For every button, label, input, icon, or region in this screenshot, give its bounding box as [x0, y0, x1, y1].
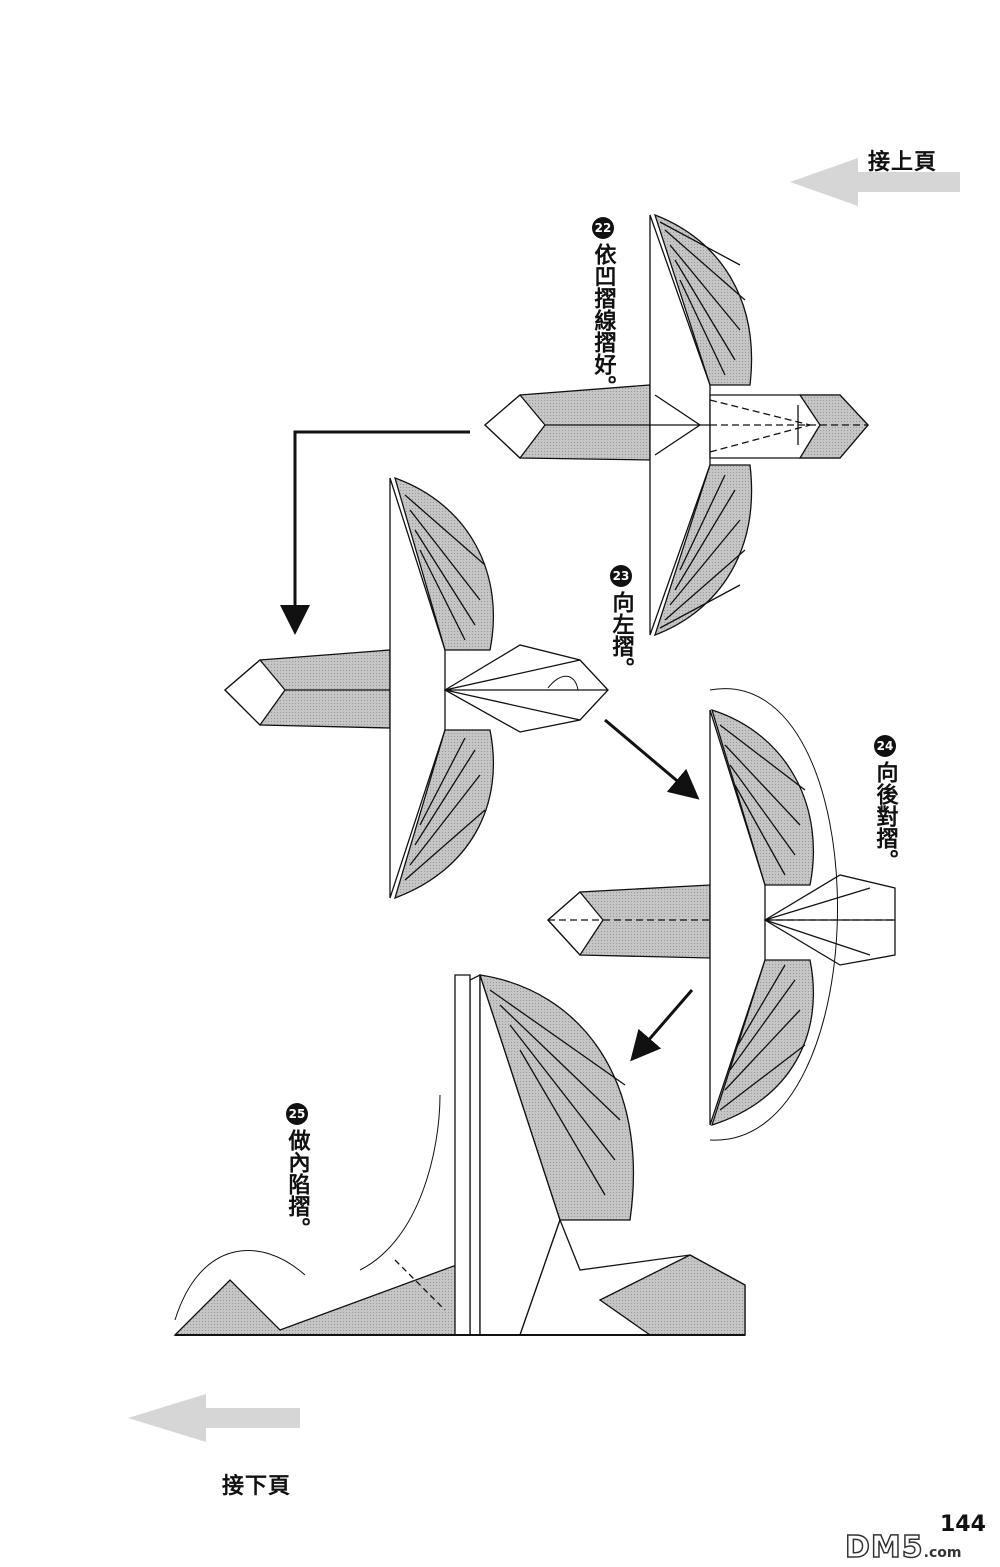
step-25-label: 25 做內陷摺。 [282, 1098, 312, 1239]
step-24-number: 24 [874, 735, 896, 757]
site-watermark: DM5.com [844, 1529, 962, 1566]
next-page-arrow [128, 1394, 300, 1442]
page-number: 144 [940, 1512, 986, 1537]
step-25-number: 25 [286, 1103, 308, 1125]
prev-page-arrow [790, 158, 960, 206]
watermark-brand: DM5 [844, 1529, 924, 1566]
step-22-number: 22 [592, 217, 614, 239]
flow-arrow-24-25 [630, 989, 694, 1062]
step-24-figure [547, 688, 896, 1141]
step-23-number: 23 [610, 565, 632, 587]
step-23-text: 向左摺。 [608, 591, 634, 679]
step-22-text: 依凹摺線摺好。 [590, 243, 616, 397]
step-22-label: 22 依凹摺線摺好。 [588, 212, 618, 397]
step-24-label: 24 向後對摺。 [870, 730, 900, 871]
watermark-suffix: .com [923, 1545, 962, 1561]
next-page-label: 接下頁 [222, 1474, 292, 1499]
flow-arrow-22-23 [280, 430, 470, 635]
flow-arrow-23-24 [604, 718, 700, 800]
prev-page-label: 接上頁 [868, 150, 938, 175]
step-25-text: 做內陷摺。 [284, 1129, 310, 1239]
step-23-label: 23 向左摺。 [606, 560, 636, 679]
step-22-figure [484, 213, 869, 637]
step-24-text: 向後對摺。 [872, 761, 898, 871]
step-25-figure [173, 973, 746, 1336]
step-23-figure [224, 476, 609, 900]
